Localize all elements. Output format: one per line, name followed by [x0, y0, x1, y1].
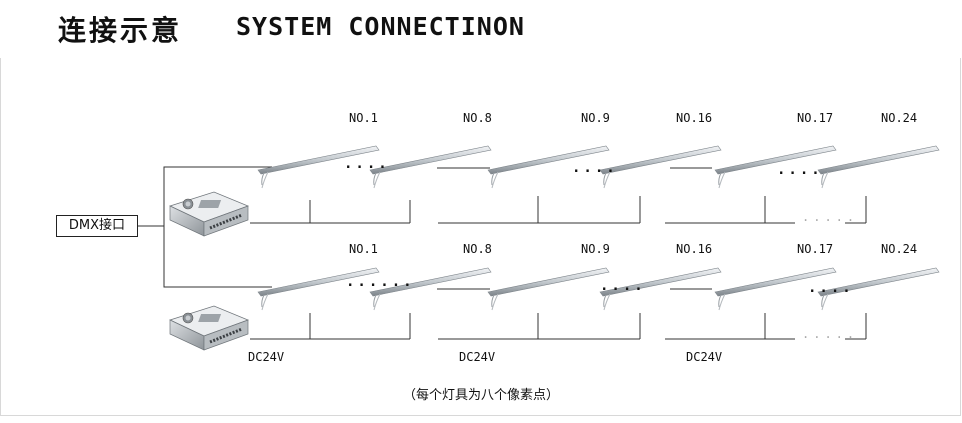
row2-ellipsis: ....: [600, 278, 646, 294]
row2-ellipsis: ......: [346, 274, 415, 290]
row1-label-no8: NO.8: [463, 111, 492, 125]
row2-label-no1: NO.1: [349, 242, 378, 256]
power-label: DC24V: [459, 350, 496, 364]
row2-wiring: [250, 288, 867, 340]
row1-label-no1: NO.1: [349, 111, 378, 125]
row2-label-no16: NO.16: [676, 242, 713, 256]
led-tube: [599, 145, 722, 189]
content-border: [0, 58, 961, 416]
dmx-interface-box: DMX接口: [56, 215, 138, 237]
row1-ellipsis: ....: [572, 160, 618, 176]
title-english: SYSTEM CONNECTINON: [236, 12, 525, 41]
row2-label-no8: NO.8: [463, 242, 492, 256]
power-supply-icon: [168, 190, 250, 238]
row1-ellipsis: ....: [777, 162, 823, 178]
row2-label-no9: NO.9: [581, 242, 610, 256]
row1-label-no24: NO.24: [881, 111, 918, 125]
row2-ellipsis-wire: .....: [802, 327, 859, 341]
row2-ellipsis: ....: [808, 280, 854, 296]
row2-label-no17: NO.17: [797, 242, 834, 256]
row1-label-no9: NO.9: [581, 111, 610, 125]
dmx-feed-lines: [138, 166, 272, 288]
led-tube: [487, 267, 610, 311]
row1-ellipsis: ....: [344, 156, 390, 172]
row2-label-no24: NO.24: [881, 242, 918, 256]
row1-label-no16: NO.16: [676, 111, 713, 125]
row1-label-no17: NO.17: [797, 111, 834, 125]
power-label: DC24V: [686, 350, 723, 364]
power-label: DC24V: [248, 350, 285, 364]
footnote: （每个灯具为八个像素点）: [402, 388, 559, 403]
row1-wiring: [250, 167, 867, 224]
row1-ellipsis-wire: .....: [802, 210, 859, 224]
led-tube: [817, 145, 940, 189]
title-chinese: 连接示意: [58, 14, 183, 47]
power-supply-icon: [168, 304, 250, 352]
